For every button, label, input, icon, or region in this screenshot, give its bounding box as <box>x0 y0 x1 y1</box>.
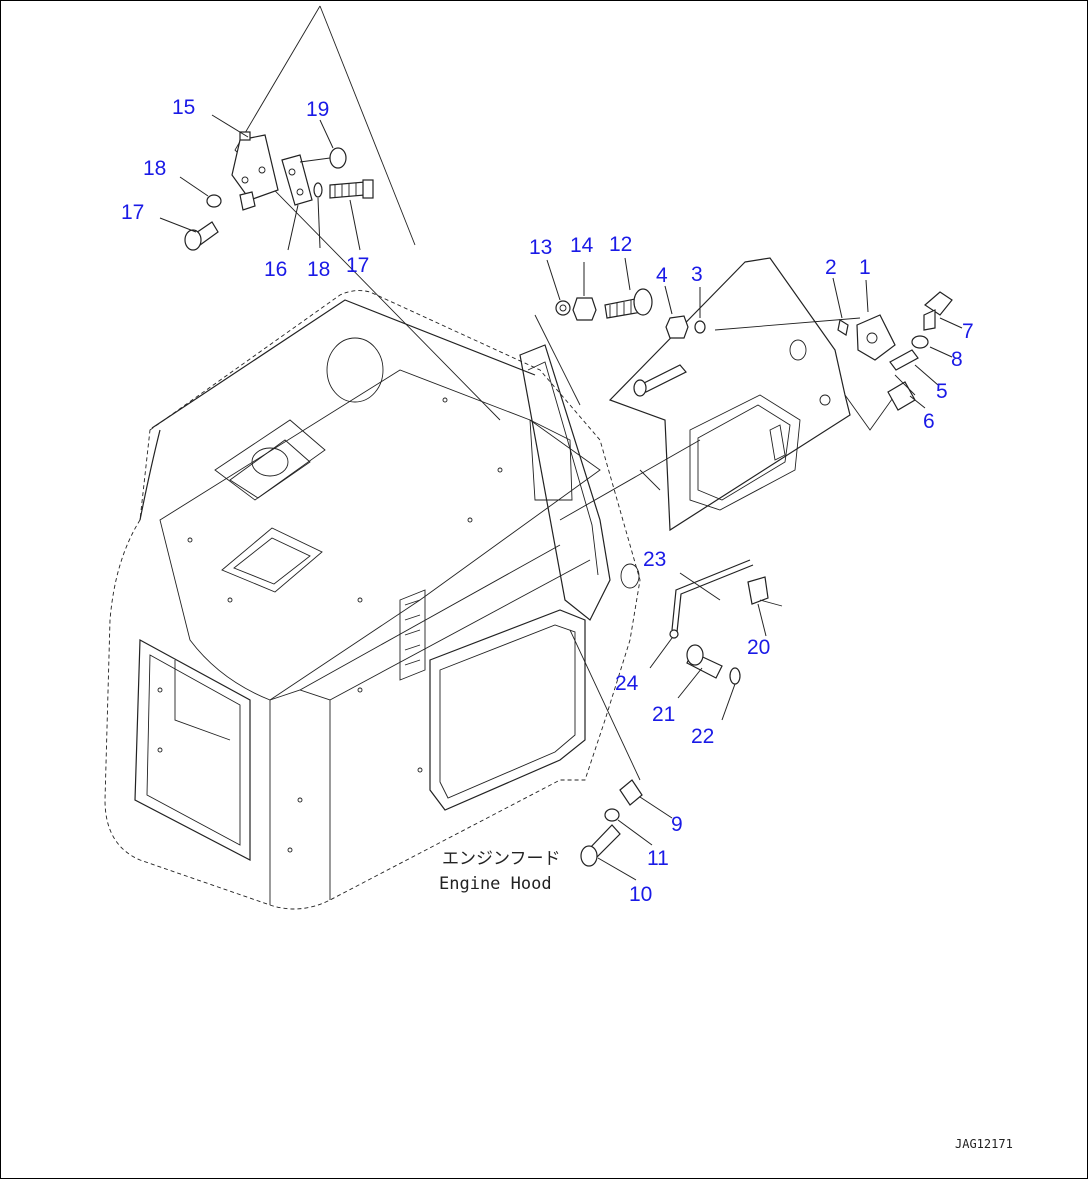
callout-5: 5 <box>936 380 948 403</box>
callout-leader-lines <box>159 114 963 881</box>
callout-16: 16 <box>264 258 287 281</box>
callout-1: 1 <box>859 256 871 279</box>
exploded-view-guide-lines <box>234 5 861 781</box>
callout-11: 11 <box>647 847 669 870</box>
callout-17-lower: 17 <box>346 254 369 277</box>
latch-parts <box>837 291 953 411</box>
callout-6: 6 <box>923 410 935 433</box>
caption-japanese: エンジンフード <box>442 849 561 869</box>
hood-stay-rod-parts <box>580 559 783 867</box>
callout-4: 4 <box>656 264 668 287</box>
callout-numbers: 15 19 18 17 16 18 17 13 14 12 4 3 2 1 7 … <box>121 96 974 906</box>
callout-12: 12 <box>609 233 632 256</box>
callout-14: 14 <box>570 234 594 257</box>
callout-20: 20 <box>747 636 770 659</box>
callout-18: 18 <box>143 157 166 180</box>
callout-19: 19 <box>306 98 329 121</box>
callout-9: 9 <box>671 813 683 836</box>
callout-8: 8 <box>951 348 963 371</box>
nut-bolt-parts-row <box>555 288 706 339</box>
callout-21: 21 <box>652 703 675 726</box>
upper-left-hinge-assembly <box>184 131 374 251</box>
callout-18-lower: 18 <box>307 258 330 281</box>
caption-english: Engine Hood <box>439 874 552 894</box>
latch-bracket-panel <box>608 257 896 532</box>
callout-10: 10 <box>629 883 652 906</box>
callout-23: 23 <box>643 548 666 571</box>
callout-7: 7 <box>962 320 974 343</box>
callout-2: 2 <box>825 256 837 279</box>
drawing-code: JAG12171 <box>955 1137 1013 1151</box>
callout-24: 24 <box>615 672 639 695</box>
callout-13: 13 <box>529 236 552 259</box>
callout-22: 22 <box>691 725 714 748</box>
callout-17: 17 <box>121 201 144 224</box>
engine-hood-body <box>104 290 641 910</box>
callout-15: 15 <box>172 96 195 119</box>
callout-3: 3 <box>691 263 703 286</box>
